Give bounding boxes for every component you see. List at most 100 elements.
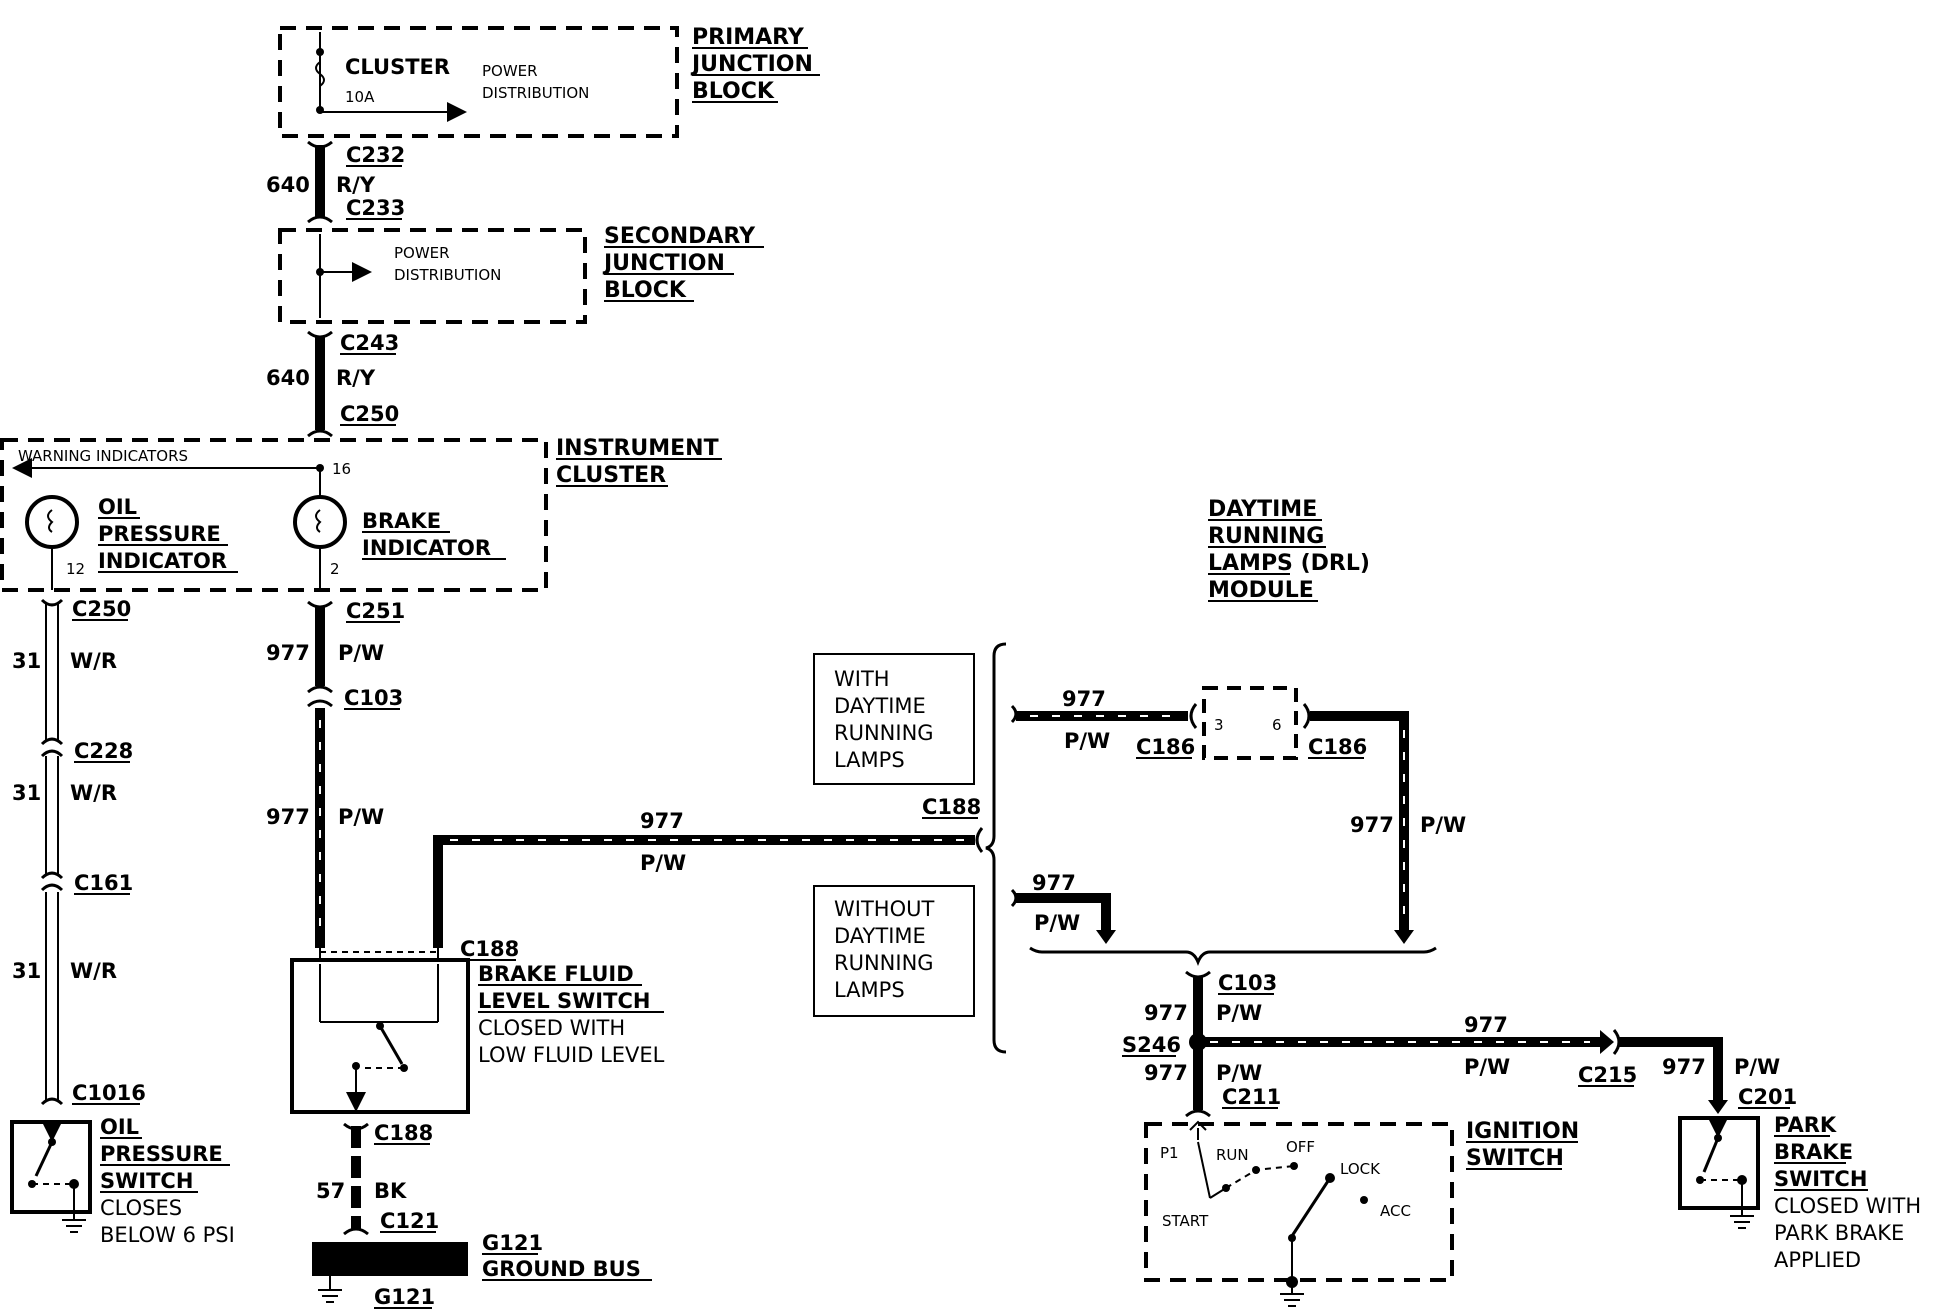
connector-c233: C233 xyxy=(346,196,405,220)
wire-977-h-num: 977 xyxy=(1144,1061,1188,1085)
secondary-junction-block: POWER DISTRIBUTION SECONDARY JUNCTION BL… xyxy=(278,224,764,324)
with-drl-note: WITH DAYTIME RUNNING LAMPS xyxy=(813,653,975,785)
secondary-label-3: BLOCK xyxy=(604,278,687,303)
wire-977-drl-out: C186 977 P/W xyxy=(1302,703,1466,944)
instrument-cluster: WARNING INDICATORS 16 2 12 OIL PRESSURE … xyxy=(0,436,722,592)
connector-c215: C215 xyxy=(1578,1063,1637,1087)
wire-977-j-num: 977 xyxy=(1662,1055,1706,1079)
park-5: PARK BRAKE xyxy=(1774,1221,1904,1245)
connector-c186-in: C186 xyxy=(1136,735,1195,759)
option-bracket xyxy=(985,642,1007,1054)
connector-c250-top: C250 xyxy=(340,402,399,426)
ign-off: OFF xyxy=(1286,1138,1315,1156)
ignition-label-1: IGNITION xyxy=(1466,1119,1579,1144)
wire-977-no-drl: 977 P/W xyxy=(1010,871,1116,944)
with-drl-4: LAMPS xyxy=(834,748,905,772)
connector-c161: C161 xyxy=(74,871,133,895)
primary-dist-line1: POWER xyxy=(482,62,538,80)
park-brake-switch: PARK BRAKE SWITCH CLOSED WITH PARK BRAKE… xyxy=(1678,1113,1921,1272)
brake-fluid-level-switch: C188 BRAKE FLUID LEVEL SWITCH CLOSED WIT… xyxy=(290,937,665,1114)
brake-fluid-4: LOW FLUID LEVEL xyxy=(478,1043,665,1067)
wire-31-c-color: W/R xyxy=(70,959,117,983)
wire-640-lower-color: R/Y xyxy=(336,366,376,390)
ground-bus-bar xyxy=(312,1242,468,1276)
with-drl-2: DAYTIME xyxy=(834,694,926,718)
brake-fluid-3: CLOSED WITH xyxy=(478,1016,625,1040)
ground-bus-label: GROUND BUS xyxy=(482,1257,641,1281)
wire-977-horizontal: 977 P/W C188 xyxy=(433,795,984,960)
connector-c103-brake: C103 xyxy=(344,686,403,710)
park-3: SWITCH xyxy=(1774,1167,1867,1191)
connector-c232: C232 xyxy=(346,143,405,167)
wire-57-color: BK xyxy=(374,1179,407,1203)
fuse-rating: 10A xyxy=(345,88,375,106)
wire-977-d-num: 977 xyxy=(1062,687,1106,711)
wire-31-c-num: 31 xyxy=(12,959,41,983)
ign-acc: ACC xyxy=(1380,1202,1411,1220)
without-drl-note: WITHOUT DAYTIME RUNNING LAMPS xyxy=(813,885,975,1017)
connector-c1016: C1016 xyxy=(72,1081,146,1105)
ign-p1: P1 xyxy=(1160,1144,1179,1162)
ground-g121: G121 xyxy=(482,1231,543,1255)
park-4: CLOSED WITH xyxy=(1774,1194,1921,1218)
cluster-label-1: INSTRUMENT xyxy=(556,436,719,461)
drl-label-1: DAYTIME xyxy=(1208,497,1317,522)
connector-c201: C201 xyxy=(1738,1085,1797,1109)
connector-c228: C228 xyxy=(74,739,133,763)
without-drl-1: WITHOUT xyxy=(834,897,934,921)
park-6: APPLIED xyxy=(1774,1248,1861,1272)
wire-31-b-num: 31 xyxy=(12,781,41,805)
primary-dist-line2: DISTRIBUTION xyxy=(482,84,589,102)
wire-977-h-color: P/W xyxy=(1216,1061,1262,1085)
oil-switch-5: BELOW 6 PSI xyxy=(100,1223,235,1247)
wire-977-g-num: 977 xyxy=(1144,1001,1188,1025)
wire-57-ground: C188 57 BK C121 G121 GROUND BUS G121 xyxy=(312,1121,652,1309)
wire-31-a-num: 31 xyxy=(12,649,41,673)
brake-fluid-2: LEVEL SWITCH xyxy=(478,989,650,1013)
drl-label-4: MODULE xyxy=(1208,578,1314,603)
wire-977-park: 977 P/W C215 977 P/W C201 xyxy=(1198,1013,1797,1114)
ign-start: START xyxy=(1162,1212,1209,1230)
brake-indicator-2: INDICATOR xyxy=(362,536,491,560)
connector-c243: C243 xyxy=(340,331,399,355)
oil-indicator-2: PRESSURE xyxy=(98,522,221,546)
park-1: PARK xyxy=(1774,1113,1837,1137)
cluster-pin-16: 16 xyxy=(332,460,351,478)
wire-977-g-color: P/W xyxy=(1216,1001,1262,1025)
wire-977-e-color: P/W xyxy=(1420,813,1466,837)
ground-g121-bottom: G121 xyxy=(374,1285,435,1309)
wire-977-b-color: P/W xyxy=(338,805,384,829)
with-drl-1: WITH xyxy=(834,667,890,691)
wire-31-b-color: W/R xyxy=(70,781,117,805)
wire-977-f-color: P/W xyxy=(1034,911,1080,935)
drl-label-2: RUNNING xyxy=(1208,524,1324,549)
wire-977-a-color: P/W xyxy=(338,641,384,665)
primary-label-3: BLOCK xyxy=(692,79,775,104)
wire-977-b-num: 977 xyxy=(266,805,310,829)
park-2: BRAKE xyxy=(1774,1140,1853,1164)
wire-977-c-num: 977 xyxy=(640,809,684,833)
connector-c250-oil: C250 xyxy=(72,597,131,621)
drl-pin-3: 3 xyxy=(1214,716,1224,734)
brake-fluid-1: BRAKE FLUID xyxy=(478,962,634,986)
wire-977-f-num: 977 xyxy=(1032,871,1076,895)
oil-switch-2: PRESSURE xyxy=(100,1142,223,1166)
secondary-label-1: SECONDARY xyxy=(604,224,756,249)
primary-junction-block: CLUSTER 10A POWER DISTRIBUTION PRIMARY J… xyxy=(278,25,820,138)
drl-pin-6: 6 xyxy=(1272,716,1282,734)
fuse-name: CLUSTER xyxy=(345,55,450,79)
connector-c188-lower: C188 xyxy=(374,1121,433,1145)
connector-c188-switch: C188 xyxy=(460,937,519,961)
oil-switch-3: SWITCH xyxy=(100,1169,193,1193)
drl-label-3: LAMPS (DRL) xyxy=(1208,551,1370,576)
connector-c121: C121 xyxy=(380,1209,439,1233)
oil-indicator-1: OIL xyxy=(98,495,137,519)
wire-977-j-color: P/W xyxy=(1734,1055,1780,1079)
wire-977-brake-vertical: C251 977 P/W C103 977 P/W xyxy=(266,599,405,960)
wire-640-upper: 640 R/Y C232 C233 xyxy=(266,140,405,224)
ign-lock: LOCK xyxy=(1340,1160,1381,1178)
oil-switch-4: CLOSES xyxy=(100,1196,182,1220)
wire-31-a-color: W/R xyxy=(70,649,117,673)
drl-module: DAYTIME RUNNING LAMPS (DRL) MODULE 3 6 xyxy=(1202,497,1370,760)
primary-label-1: PRIMARY xyxy=(692,25,805,50)
